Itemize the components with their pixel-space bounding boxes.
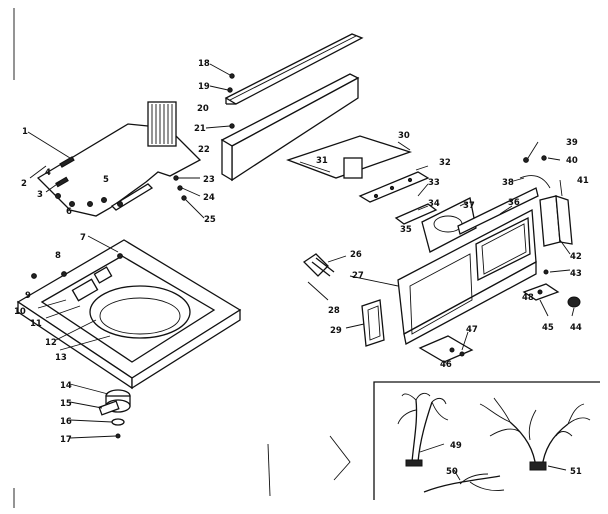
callout-19: 19 — [198, 82, 210, 92]
callout-24: 24 — [203, 193, 215, 203]
control-panel-plate — [27, 101, 205, 219]
callout-41: 41 — [577, 176, 589, 186]
console-panel-assembly — [302, 141, 581, 365]
timer-bracket-assembly — [286, 135, 477, 253]
callout-37: 37 — [463, 201, 475, 211]
callout-39: 39 — [566, 138, 578, 148]
callout-5: 5 — [103, 175, 109, 185]
callout-42: 42 — [570, 252, 582, 262]
callout-4: 4 — [45, 168, 51, 178]
callout-35: 35 — [400, 225, 412, 235]
callout-40: 40 — [566, 156, 578, 166]
callout-47: 47 — [466, 325, 478, 335]
callout-17: 17 — [60, 435, 72, 445]
callout-3: 3 — [37, 190, 43, 200]
callout-22: 22 — [198, 145, 210, 155]
callout-48: 48 — [522, 293, 534, 303]
callout-18: 18 — [198, 59, 210, 69]
callout-50: 50 — [446, 467, 458, 477]
callout-6: 6 — [66, 207, 72, 217]
callout-29: 29 — [330, 326, 342, 336]
wiring-harness-inset — [373, 381, 600, 500]
callout-labels: 1 2 3 4 5 6 7 8 9 10 11 12 13 14 15 16 1… — [14, 59, 589, 477]
callout-14: 14 — [60, 381, 72, 391]
callout-9: 9 — [25, 291, 31, 301]
callout-7: 7 — [80, 233, 86, 243]
callout-34: 34 — [428, 199, 440, 209]
callout-13: 13 — [55, 353, 67, 363]
callout-10: 10 — [14, 307, 26, 317]
callout-12: 12 — [45, 338, 57, 348]
top-rail-assembly — [205, 33, 364, 182]
callout-25: 25 — [204, 215, 216, 225]
callout-30: 30 — [398, 131, 410, 141]
callout-28: 28 — [328, 306, 340, 316]
callout-33: 33 — [428, 178, 440, 188]
callout-1: 1 — [22, 127, 28, 137]
callout-32: 32 — [439, 158, 451, 168]
callout-8: 8 — [55, 251, 61, 261]
callout-15: 15 — [60, 399, 72, 409]
callout-38: 38 — [502, 178, 514, 188]
callout-31: 31 — [316, 156, 328, 166]
callout-49: 49 — [450, 441, 462, 451]
callout-44: 44 — [570, 323, 582, 333]
callout-16: 16 — [60, 417, 72, 427]
agitator-parts — [69, 383, 131, 439]
scan-artifacts — [267, 435, 351, 497]
callout-23: 23 — [203, 175, 215, 185]
callout-36: 36 — [508, 198, 520, 208]
callout-43: 43 — [570, 269, 582, 279]
callout-45: 45 — [542, 323, 554, 333]
callout-2: 2 — [21, 179, 27, 189]
callout-27: 27 — [352, 271, 364, 281]
top-cover-assembly — [16, 235, 242, 390]
callout-21: 21 — [194, 124, 206, 134]
callout-51: 51 — [570, 467, 582, 477]
callout-26: 26 — [350, 250, 362, 260]
callout-20: 20 — [197, 104, 209, 114]
callout-11: 11 — [30, 319, 42, 329]
callout-46: 46 — [440, 360, 452, 370]
